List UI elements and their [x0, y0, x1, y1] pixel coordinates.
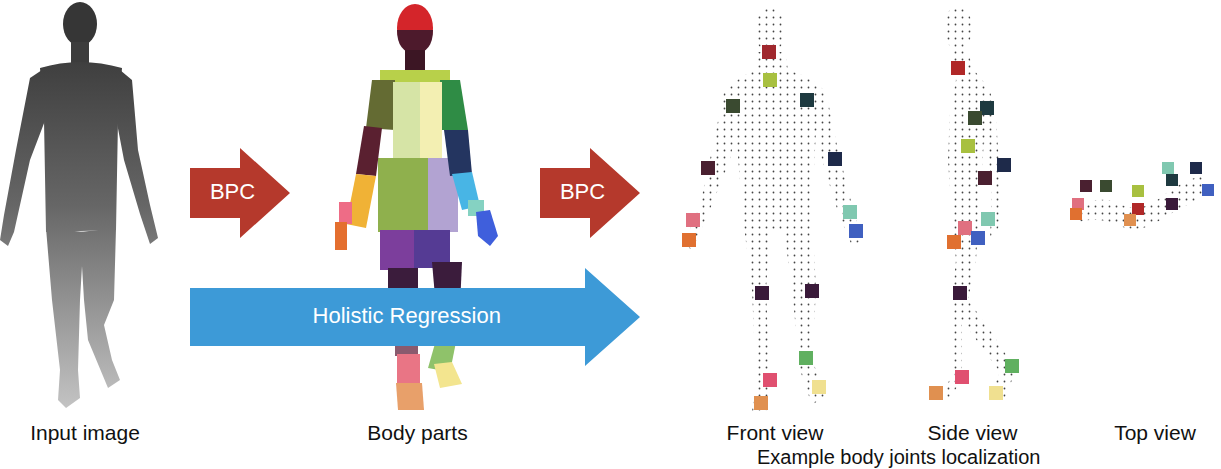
- joint-markers-shape: [980, 101, 994, 115]
- joint-markers-shape: [701, 161, 715, 175]
- joint-markers-shape: [1124, 214, 1136, 226]
- joint-markers-shape: [800, 93, 814, 107]
- panel-caption: Top view: [1114, 421, 1196, 445]
- joint-markers-shape: [997, 158, 1011, 172]
- panel-caption: Side view: [928, 421, 1018, 445]
- arrow-label: BPC: [210, 179, 255, 205]
- joint-markers-shape: [843, 205, 857, 219]
- joint-markers-shape: [1162, 162, 1174, 174]
- image-panel: Side view: [915, 0, 1030, 445]
- joint-markers-shape: [799, 351, 813, 365]
- joint-markers-shape: [682, 233, 696, 247]
- point-cloud: [684, 6, 1214, 412]
- depth-silhouette-shape: [63, 2, 97, 46]
- body-part-segments-shape: [356, 126, 382, 176]
- joint-markers-shape: [1202, 184, 1214, 196]
- depth-silhouette-shape: [40, 62, 122, 232]
- block-arrow: [540, 148, 640, 238]
- joint-markers-shape: [953, 286, 967, 300]
- joint-markers-shape: [971, 231, 985, 245]
- point-cloud-shape: [1075, 176, 1214, 229]
- body-part-segments-shape: [397, 354, 420, 385]
- depth-silhouette-shape: [46, 228, 84, 408]
- body-part-segments-shape: [378, 158, 430, 232]
- depth-silhouette-shape: [0, 70, 46, 246]
- joint-markers-shape: [961, 139, 975, 153]
- joint-markers-shape: [958, 221, 972, 235]
- body-part-segments-shape: [339, 202, 352, 224]
- joint-markers-shape: [1190, 162, 1202, 174]
- body-part-segments-shape: [405, 50, 425, 72]
- body-part-segments-shape: [420, 82, 442, 160]
- depth-silhouette-shape: [116, 70, 158, 244]
- joint-markers-shape: [947, 235, 961, 249]
- body-part-segments-shape: [396, 383, 424, 410]
- point-cloud-shape: [684, 52, 862, 412]
- point-cloud-shape: [940, 48, 1016, 400]
- body-part-segments-shape: [444, 130, 472, 176]
- joint-markers-shape: [849, 224, 863, 238]
- block-arrow: [190, 268, 640, 366]
- image-panel: Input image: [0, 0, 170, 445]
- joint-markers-shape: [1132, 203, 1144, 215]
- depth-silhouette-shape: [71, 42, 89, 64]
- body-part-segments-shape: [335, 222, 347, 250]
- panel-caption: Front view: [727, 421, 824, 445]
- body-part-segments-shape: [476, 210, 498, 246]
- arrow-label: BPC: [560, 179, 605, 205]
- joint-markers-shape: [1132, 185, 1144, 197]
- point-cloud-shape: [944, 6, 972, 50]
- panel-caption: Input image: [30, 421, 140, 445]
- joint-markers-shape: [981, 212, 995, 226]
- body-part-segments-shape: [395, 330, 418, 356]
- joint-markers-shape: [686, 213, 700, 227]
- joint-markers-shape: [1080, 180, 1092, 192]
- body-part-segments-shape: [380, 230, 416, 270]
- image-panel: Top view: [1090, 0, 1220, 445]
- joint-markers-shape: [1070, 208, 1082, 220]
- panel-caption: Body parts: [367, 421, 467, 445]
- joint-markers-shape: [1166, 174, 1178, 186]
- joint-markers-shape: [763, 373, 777, 387]
- joint-markers-shape: [763, 73, 777, 87]
- depth-silhouette: [0, 2, 158, 408]
- depth-silhouette-shape: [80, 228, 120, 388]
- block-arrow: [190, 148, 290, 238]
- joint-markers-shape: [955, 370, 969, 384]
- body-part-segments-shape: [434, 362, 462, 388]
- body-part-segments-shape: [393, 82, 420, 160]
- joint-markers-shape: [1100, 180, 1112, 192]
- joint-markers-shape: [762, 45, 776, 59]
- joint-markers: [682, 45, 1214, 410]
- joint-markers-shape: [1166, 198, 1178, 210]
- joint-markers-shape: [989, 386, 1003, 400]
- joint-markers-shape: [805, 284, 819, 298]
- joint-markers-shape: [978, 171, 992, 185]
- figure-caption: Example body joints localization: [757, 446, 1041, 468]
- joint-markers-shape: [1005, 359, 1019, 373]
- body-part-segments-shape: [432, 262, 462, 308]
- joint-markers-shape: [726, 99, 740, 113]
- body-part-segments-shape: [440, 80, 468, 130]
- body-part-segments: [335, 4, 498, 410]
- joint-markers-shape: [812, 380, 826, 394]
- joint-markers-shape: [929, 386, 943, 400]
- joint-markers-shape: [754, 396, 768, 410]
- joint-markers-shape: [828, 152, 842, 166]
- image-panel: Body parts: [330, 0, 505, 445]
- arrow-label: Holistic Regression: [313, 303, 501, 329]
- image-panel: Front view: [680, 0, 870, 445]
- joint-markers-shape: [755, 286, 769, 300]
- joint-markers-shape: [968, 111, 982, 125]
- body-part-segments-shape: [366, 80, 395, 130]
- joint-markers-shape: [951, 61, 965, 75]
